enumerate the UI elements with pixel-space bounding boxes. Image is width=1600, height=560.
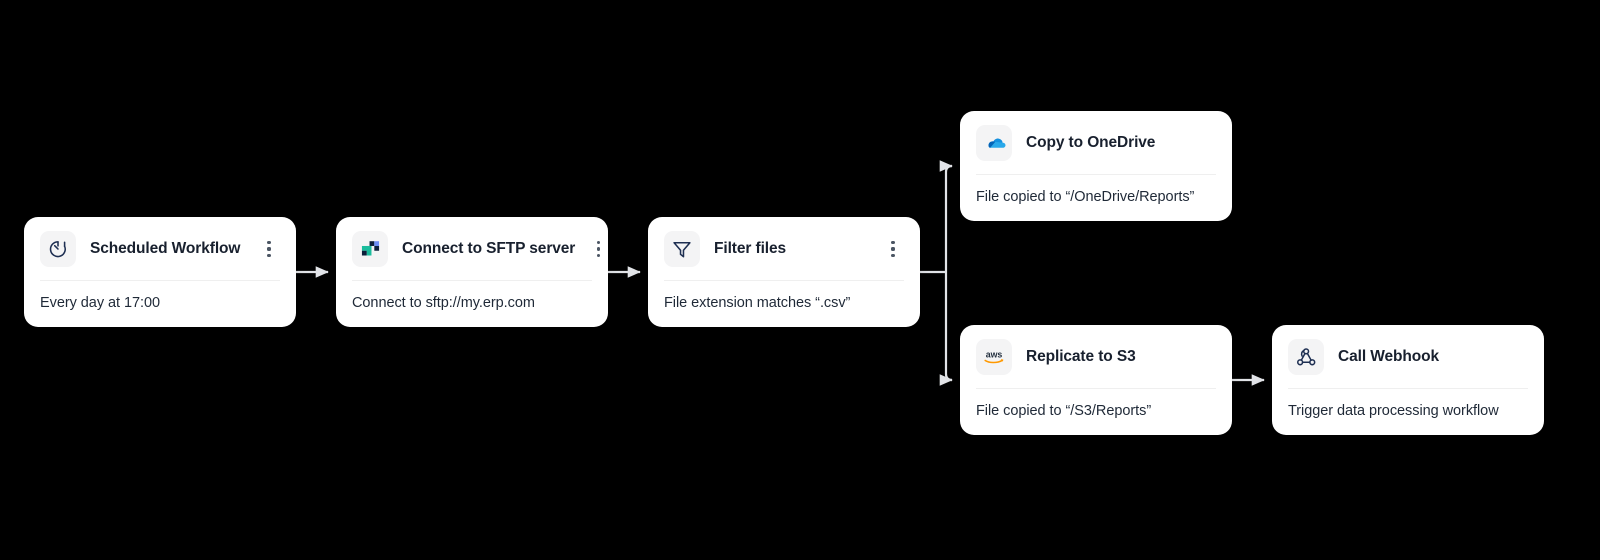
node-title: Connect to SFTP server [402, 240, 576, 257]
node-divider [40, 280, 280, 281]
node-divider [1288, 388, 1528, 389]
node-description: File copied to “/OneDrive/Reports” [976, 189, 1195, 205]
node-filter-files[interactable]: Filter files File extension matches “.cs… [648, 217, 920, 327]
node-header: Connect to SFTP server [336, 217, 608, 280]
node-divider [976, 174, 1216, 175]
node-title: Filter files [714, 240, 787, 257]
connector-filter-to-onedrive [944, 164, 953, 272]
node-divider [976, 388, 1216, 389]
node-divider [352, 280, 592, 281]
node-header: Copy to OneDrive [960, 111, 1232, 174]
node-description: Trigger data processing workflow [1288, 403, 1499, 419]
funnel-filter-icon [664, 231, 700, 267]
more-options-icon[interactable] [589, 238, 607, 260]
node-description: Connect to sftp://my.erp.com [352, 295, 535, 311]
node-title: Call Webhook [1338, 348, 1439, 365]
svg-text:aws: aws [986, 349, 1003, 359]
node-description: File copied to “/S3/Reports” [976, 403, 1152, 419]
node-header: aws Replicate to S3 [960, 325, 1232, 388]
timer-clock-icon [40, 231, 76, 267]
webhook-nodes-icon [1288, 339, 1324, 375]
node-call-webhook[interactable]: Call Webhook Trigger data processing wor… [1272, 325, 1544, 435]
node-description: File extension matches “.csv” [664, 295, 851, 311]
node-header: Filter files [648, 217, 920, 280]
node-connect-sftp[interactable]: Connect to SFTP server Connect to sftp:/… [336, 217, 608, 327]
node-title: Replicate to S3 [1026, 348, 1136, 365]
connector-filter-to-s3 [944, 272, 953, 382]
aws-logo-icon: aws [976, 339, 1012, 375]
more-options-icon[interactable] [884, 238, 902, 260]
node-replicate-s3[interactable]: aws Replicate to S3 File copied to “/S3/… [960, 325, 1232, 435]
onedrive-cloud-icon [976, 125, 1012, 161]
node-header: Scheduled Workflow [24, 217, 296, 280]
node-divider [664, 280, 904, 281]
node-title: Scheduled Workflow [90, 240, 241, 257]
node-header: Call Webhook [1272, 325, 1544, 388]
more-options-icon[interactable] [260, 238, 278, 260]
node-scheduled-workflow[interactable]: Scheduled Workflow Every day at 17:00 [24, 217, 296, 327]
node-copy-onedrive[interactable]: Copy to OneDrive File copied to “/OneDri… [960, 111, 1232, 221]
node-title: Copy to OneDrive [1026, 134, 1156, 151]
node-description: Every day at 17:00 [40, 295, 161, 311]
sftp-blocks-icon [352, 231, 388, 267]
